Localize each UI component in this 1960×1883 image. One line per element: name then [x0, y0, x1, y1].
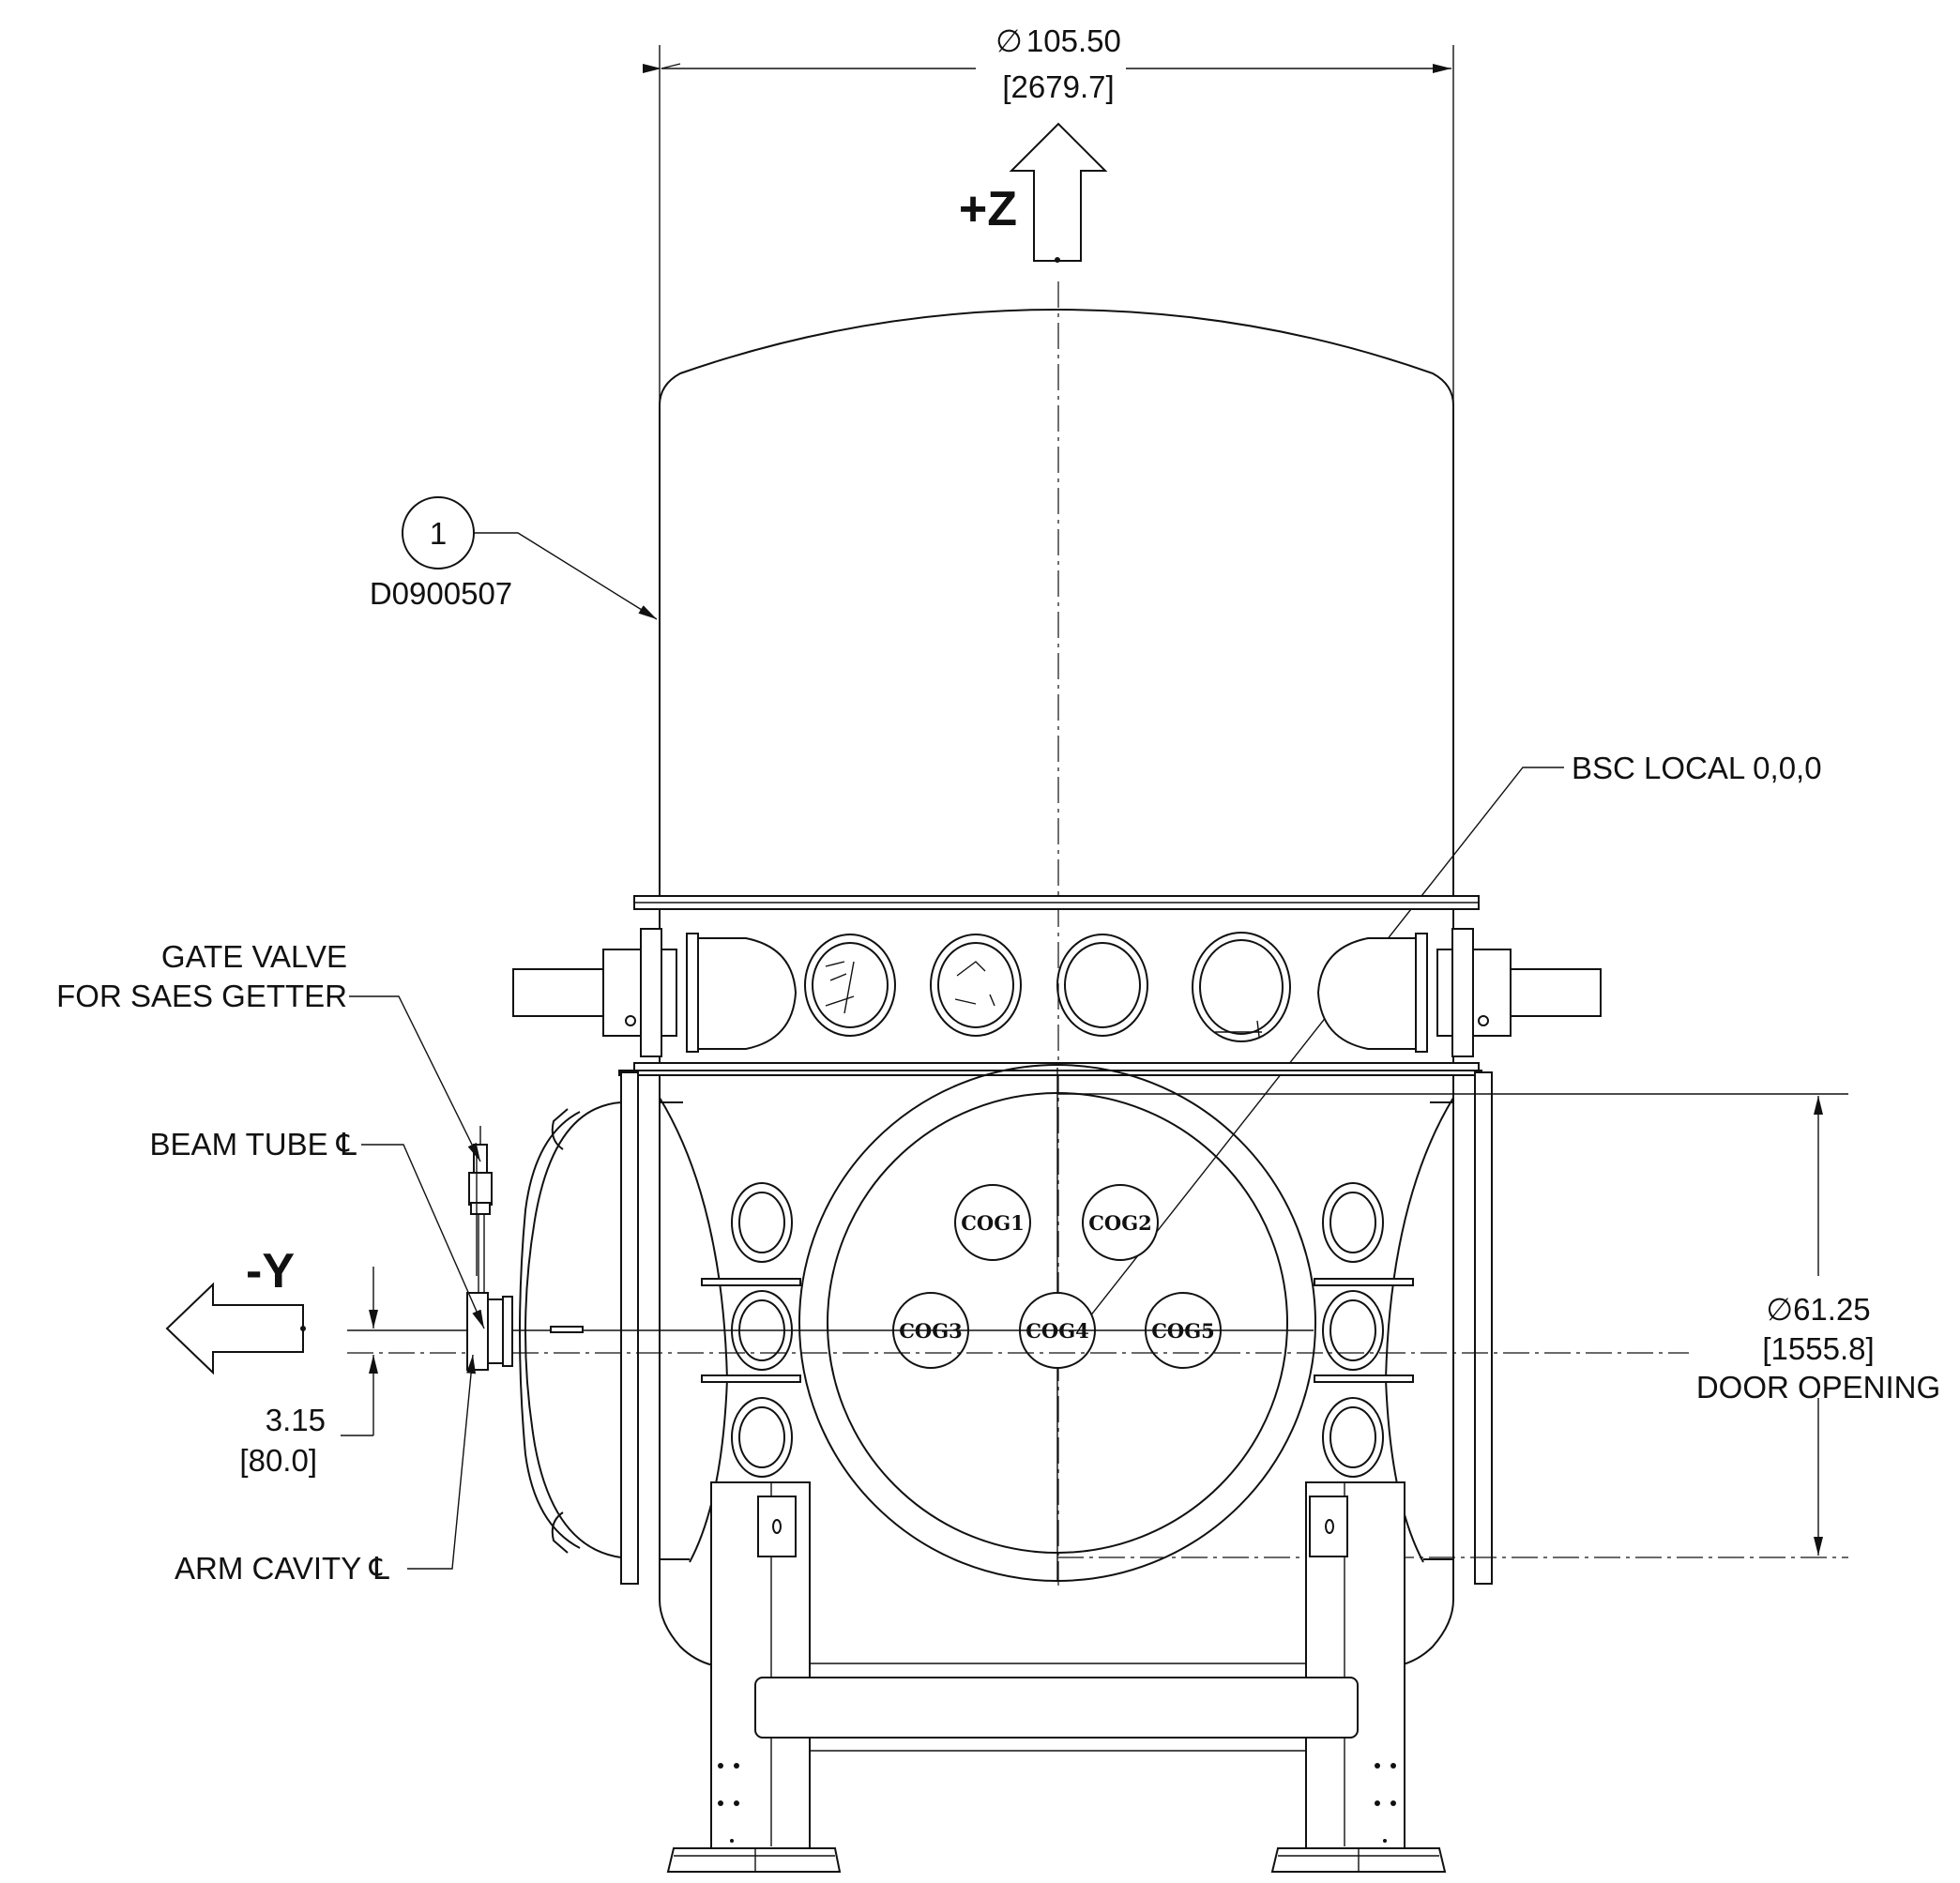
cog-marker-2: COG2 [1082, 1184, 1159, 1261]
beam-tube-callout: BEAM TUBE ℄ [150, 1127, 485, 1329]
lower-side-ports [701, 1182, 1414, 1478]
gate-valve-label-line1: GATE VALVE [161, 939, 347, 974]
svg-text:1: 1 [430, 516, 447, 551]
beam-tube-label: BEAM TUBE ℄ [150, 1127, 357, 1162]
gate-valve-callout: GATE VALVE FOR SAES GETTER [56, 939, 481, 1162]
mid-flange [633, 895, 1480, 910]
port-3 [1056, 934, 1148, 1037]
part-number: D0900507 [370, 576, 512, 611]
z-axis-label: +Z [959, 182, 1017, 236]
offset-value: 3.15 [266, 1403, 326, 1437]
overall-diameter-dimension: ∅105.50 [2679.7] [643, 23, 1454, 403]
bsc-local-label: BSC LOCAL 0,0,0 [1572, 751, 1822, 785]
door-opening-label: DOOR OPENING [1696, 1370, 1940, 1405]
svg-text:COG2: COG2 [1088, 1211, 1152, 1235]
y-axis-arrow: -Y [165, 1244, 306, 1375]
bsc-local-callout: BSC LOCAL 0,0,0 [1078, 751, 1822, 1331]
svg-text:COG1: COG1 [961, 1211, 1025, 1235]
door-opening-value: ∅61.25 [1766, 1292, 1870, 1327]
gate-valve [466, 1126, 513, 1371]
door-opening-metric: [1555.8] [1762, 1331, 1874, 1366]
arm-cavity-callout: ARM CAVITY ℄ [175, 1354, 477, 1586]
part-balloon: 1 D0900507 [370, 496, 658, 620]
port-4 [1192, 932, 1291, 1042]
offset-dimension: 3.15 [80.0] [239, 1267, 378, 1478]
port-band [512, 909, 1602, 1071]
arm-cavity-label: ARM CAVITY ℄ [175, 1551, 389, 1586]
door-opening-dimension: ∅61.25 [1555.8] DOOR OPENING [1057, 1093, 1940, 1558]
overall-diameter-metric: [2679.7] [1002, 69, 1114, 104]
z-axis-arrow: +Z [959, 122, 1108, 263]
cog-marker-1: COG1 [954, 1184, 1031, 1261]
port-2 [930, 934, 1022, 1037]
support-stand [666, 1481, 1447, 1873]
port-1 [804, 934, 896, 1037]
chamber-upper-shell [659, 308, 1454, 896]
overall-diameter-value: ∅105.50 [995, 23, 1121, 58]
offset-metric: [80.0] [239, 1443, 317, 1478]
lower-chamber-body [519, 1070, 1493, 1666]
gate-valve-label-line2: FOR SAES GETTER [56, 979, 347, 1013]
y-axis-label: -Y [246, 1244, 295, 1298]
